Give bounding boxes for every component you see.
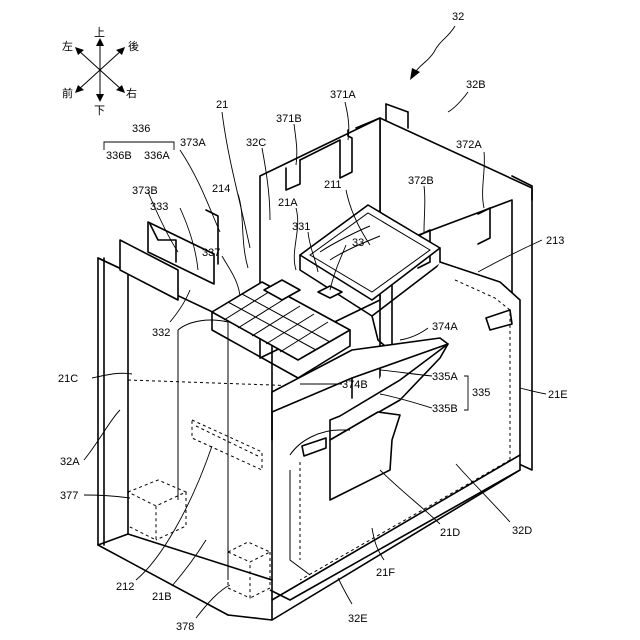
compass-right: 右 — [126, 86, 137, 100]
label-211: 211 — [324, 179, 342, 191]
label-371A: 371A — [330, 89, 356, 101]
label-213: 213 — [546, 235, 564, 247]
label-21F: 21F — [376, 567, 395, 579]
slot-21B — [192, 420, 262, 470]
label-331: 331 — [292, 221, 310, 233]
label-373B: 373B — [132, 185, 158, 197]
compass-front: 前 — [62, 86, 73, 100]
label-372A: 372A — [456, 139, 482, 151]
label-32E: 32E — [348, 613, 368, 625]
label-373A: 373A — [180, 137, 206, 149]
label-32D: 32D — [512, 525, 532, 537]
label-371B: 371B — [276, 113, 302, 125]
direction-compass: 上 下 左 右 前 後 — [62, 26, 139, 117]
label-21D: 21D — [440, 527, 460, 539]
label-377: 377 — [60, 490, 78, 502]
label-21B: 21B — [152, 591, 172, 603]
label-332: 332 — [152, 327, 170, 339]
label-335: 335 — [472, 387, 490, 399]
label-212: 212 — [116, 581, 134, 593]
compass-up: 上 — [94, 26, 105, 39]
figure-number: 32 — [452, 11, 464, 23]
label-32B: 32B — [466, 79, 486, 91]
compass-left: 左 — [62, 40, 73, 53]
label-21A: 21A — [278, 197, 298, 209]
label-336B: 336B — [106, 150, 132, 162]
label-336: 336 — [132, 123, 150, 135]
label-21C: 21C — [58, 373, 78, 385]
label-372B: 372B — [408, 175, 434, 187]
label-32C: 32C — [246, 137, 266, 149]
label-378: 378 — [176, 621, 194, 633]
label-32A: 32A — [60, 456, 80, 468]
box-378 — [228, 542, 270, 598]
label-335B: 335B — [432, 403, 458, 415]
label-333: 333 — [150, 201, 168, 213]
label-337: 337 — [202, 247, 220, 259]
label-336A: 336A — [144, 150, 170, 162]
label-335A: 335A — [432, 371, 458, 383]
label-33: 33 — [352, 237, 364, 249]
label-21: 21 — [216, 99, 228, 111]
label-21E: 21E — [548, 389, 568, 401]
figure-pointer: 32 — [410, 11, 464, 80]
label-374A: 374A — [432, 321, 458, 333]
label-214: 214 — [212, 183, 230, 195]
label-374B: 374B — [342, 379, 368, 391]
box-377 — [128, 480, 186, 540]
compass-back: 後 — [128, 39, 139, 53]
compass-down: 下 — [94, 104, 105, 117]
